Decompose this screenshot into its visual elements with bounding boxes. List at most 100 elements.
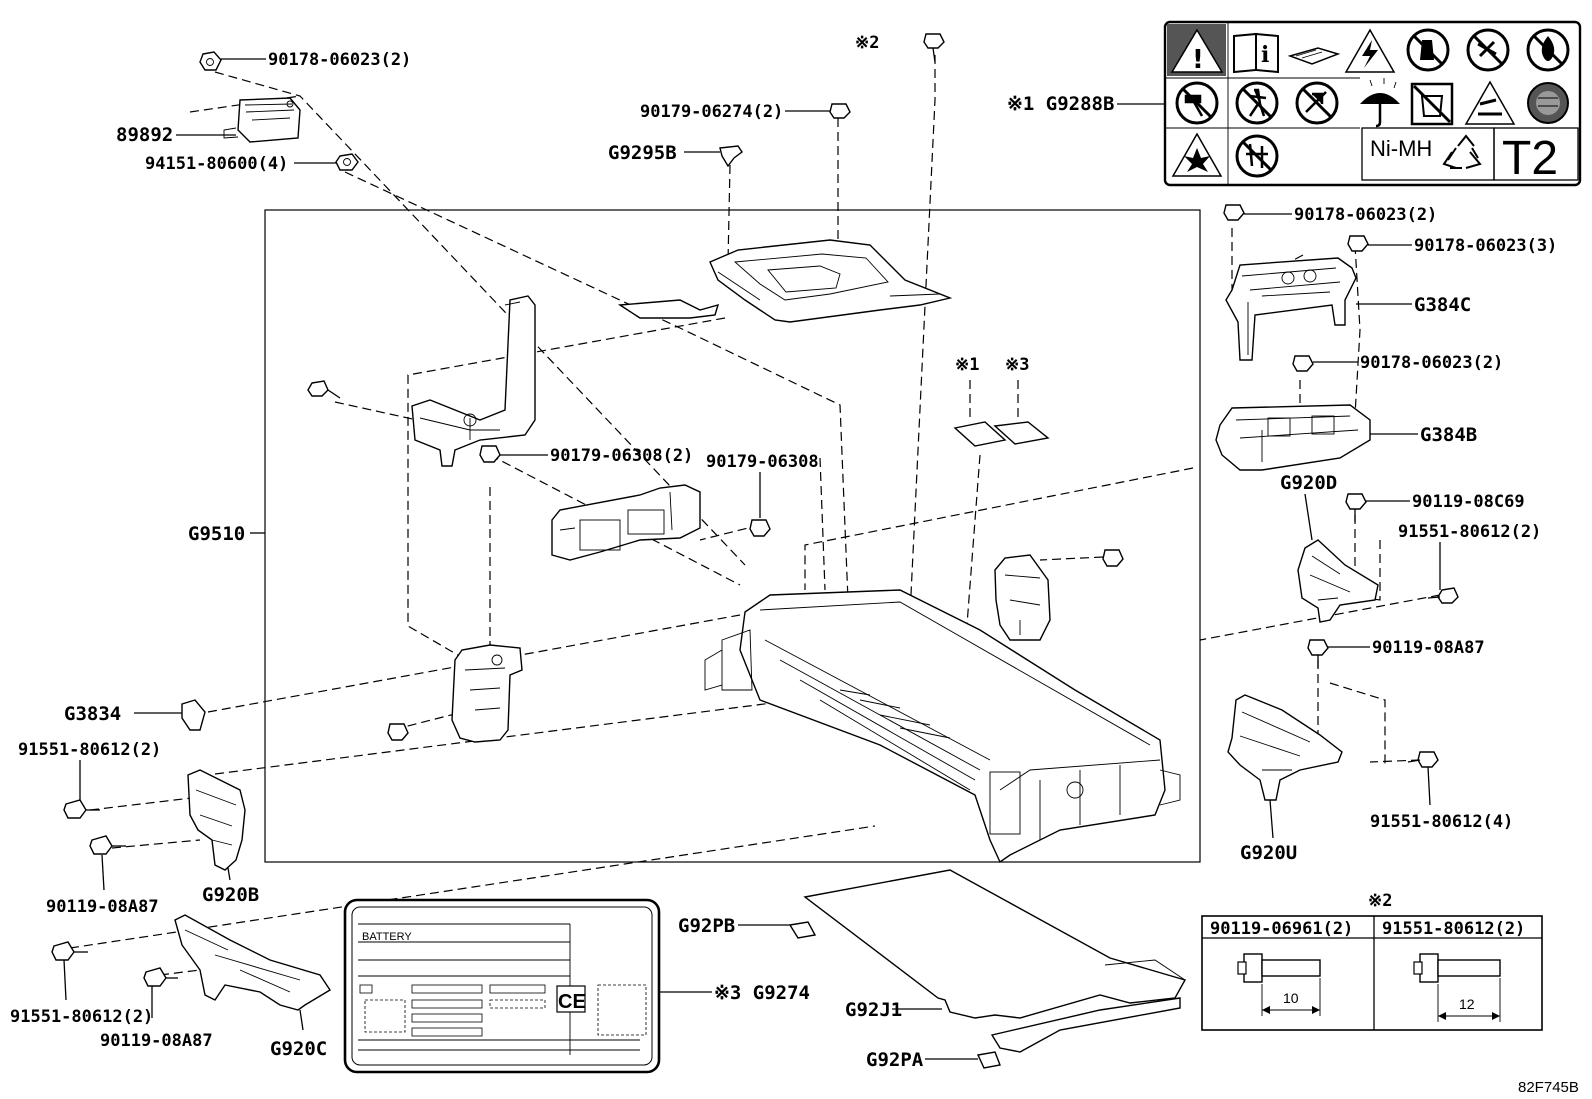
no-fire-icon	[1526, 28, 1570, 72]
pad-G92PB[interactable]	[788, 921, 817, 939]
no-immerse-icon	[1527, 82, 1569, 124]
no-short-circuit-icon	[1295, 81, 1339, 125]
bolt-table-col1-part: 90119-06961(2)	[1210, 919, 1353, 939]
callout-90119-08A87-left: 90119-08A87	[46, 897, 159, 917]
warning-triangle-icon: !	[1167, 24, 1226, 76]
bolt-left-top[interactable]	[307, 380, 341, 399]
callout-G92PA: G92PA	[866, 1049, 924, 1071]
bolt-91551-right[interactable]	[1427, 587, 1459, 604]
no-touch-icon	[1406, 28, 1450, 72]
callout-G384B: G384B	[1420, 424, 1477, 446]
bolt-91551-80612-4[interactable]	[1407, 751, 1439, 768]
nut-90178-right-b[interactable]	[1347, 235, 1369, 252]
callout-G384C: G384C	[1414, 294, 1471, 316]
part-89892-sensor[interactable]	[223, 97, 301, 143]
bracket-G920U[interactable]	[1227, 694, 1343, 801]
no-hammer-icon	[1175, 81, 1219, 125]
corrosive-icon	[1464, 80, 1516, 125]
sheet-G92J1[interactable]	[803, 869, 1187, 1019]
bracket-center-mid[interactable]	[551, 484, 701, 561]
callout-mark3-small: ※3	[1005, 355, 1029, 375]
sheet-G92J1-bottom[interactable]	[990, 997, 1181, 1053]
high-voltage-icon	[1344, 28, 1396, 73]
clip-G9295B[interactable]	[719, 145, 743, 168]
battery-label-G9274[interactable]: BATTERY CE	[343, 898, 661, 1074]
callout-90179-06274-2: 90179-06274(2)	[640, 102, 783, 122]
no-walk-icon	[1235, 81, 1279, 125]
bracket-G920D[interactable]	[1297, 539, 1379, 623]
ce-mark-icon: CE	[558, 991, 586, 1013]
warning-label-chemistry: Ni-MH	[1370, 136, 1432, 161]
recycle-icon	[1442, 134, 1482, 169]
callout-G3834: G3834	[64, 703, 121, 725]
callout-90178-06023-2-b: 90178-06023(2)	[1294, 205, 1437, 225]
nut-90179-06274[interactable]	[829, 103, 851, 119]
bolt-90119-08A87-bottom[interactable]	[143, 967, 178, 987]
callout-91551-80612-4: 91551-80612(4)	[1370, 812, 1513, 832]
bracket-G920B[interactable]	[187, 769, 246, 871]
callout-90178-06023-2-c: 90178-06023(2)	[1360, 353, 1503, 373]
warning-label-G9288B[interactable]: ! i	[1163, 20, 1582, 187]
bolt-12mm-icon	[1413, 953, 1501, 1022]
plate-center-top[interactable]	[617, 299, 720, 319]
bolt-length-table: 90119-06961(2) 91551-80612(2) 10 12	[1201, 915, 1543, 1031]
nut-90178-top-left[interactable]	[199, 51, 222, 71]
nut-90178-right-c[interactable]	[1292, 355, 1314, 372]
callout-G9295B: G9295B	[608, 142, 677, 164]
callout-mark2-top: ※2	[855, 33, 879, 53]
bracket-G384B[interactable]	[1215, 404, 1371, 471]
clip-G3834[interactable]	[181, 699, 206, 731]
bolt-91551-bottom[interactable]	[51, 941, 88, 961]
label-mark1-sticker[interactable]	[953, 421, 1007, 447]
svg-text:i: i	[1261, 42, 1269, 68]
bolt-table-col1-length: 10	[1283, 990, 1299, 1006]
callout-G920U: G920U	[1240, 842, 1297, 864]
callout-G920C: G920C	[270, 1038, 327, 1060]
pad-G92PA[interactable]	[976, 1051, 1001, 1069]
nut-90178-right-a[interactable]	[1223, 204, 1245, 221]
battery-label-title: BATTERY	[362, 931, 412, 943]
callout-94151-80600-4: 94151-80600(4)	[145, 154, 288, 174]
no-disassemble-icon	[1466, 28, 1510, 72]
assembly-frame	[264, 209, 1201, 863]
callout-90179-06308: 90179-06308	[706, 452, 819, 472]
bolt-90119-08C69[interactable]	[1345, 493, 1367, 522]
svg-text:!: !	[1192, 45, 1204, 75]
bolt-90119-08A87-left[interactable]	[89, 835, 126, 855]
no-children-icon	[1235, 134, 1279, 178]
battery-module-assembly[interactable]	[704, 589, 1181, 864]
callout-90179-06308-2: 90179-06308(2)	[550, 446, 693, 466]
nut-90179-06308[interactable]	[749, 519, 771, 537]
callout-90119-08A87-right: 90119-08A87	[1372, 638, 1485, 658]
bolt-mark2-top[interactable]	[923, 33, 945, 63]
label-mark3-sticker[interactable]	[993, 421, 1050, 445]
callout-G920D: G920D	[1280, 472, 1337, 494]
bolt-table-col2-part: 91551-80612(2)	[1382, 919, 1525, 939]
dashed-guides	[69, 55, 1441, 976]
bracket-center-right[interactable]	[994, 554, 1051, 641]
nut-center-right[interactable]	[1102, 549, 1124, 567]
callout-G9510: G9510	[188, 523, 245, 545]
diagram-code: 82F745B	[1518, 1079, 1579, 1096]
callout-91551-80612-2-bottom: 91551-80612(2)	[10, 1007, 153, 1027]
battery-top-cover[interactable]	[709, 239, 953, 323]
bolt-90119-08A87-right[interactable]	[1307, 639, 1329, 668]
service-manual-icon	[1287, 47, 1341, 65]
bracket-G920C[interactable]	[174, 914, 331, 1011]
nut-90179-06308-2[interactable]	[479, 445, 501, 463]
callout-mark1-small: ※1	[955, 355, 979, 375]
nut-94151-80600[interactable]	[335, 153, 359, 171]
warning-label-class: T2	[1502, 132, 1558, 185]
nut-left-lower[interactable]	[387, 723, 409, 741]
no-trash-icon	[1410, 82, 1454, 126]
callout-90178-06023-2-a: 90178-06023(2)	[268, 50, 411, 70]
bracket-left-upper[interactable]	[411, 295, 536, 467]
bolt-91551-left[interactable]	[63, 799, 100, 819]
keep-dry-umbrella-icon	[1360, 78, 1400, 128]
bracket-left-lower[interactable]	[451, 644, 523, 743]
callout-90178-06023-3: 90178-06023(3)	[1414, 236, 1557, 256]
callout-89892: 89892	[116, 124, 173, 146]
bolt-table-col2-length: 12	[1459, 996, 1475, 1012]
bracket-G384C[interactable]	[1225, 257, 1357, 361]
